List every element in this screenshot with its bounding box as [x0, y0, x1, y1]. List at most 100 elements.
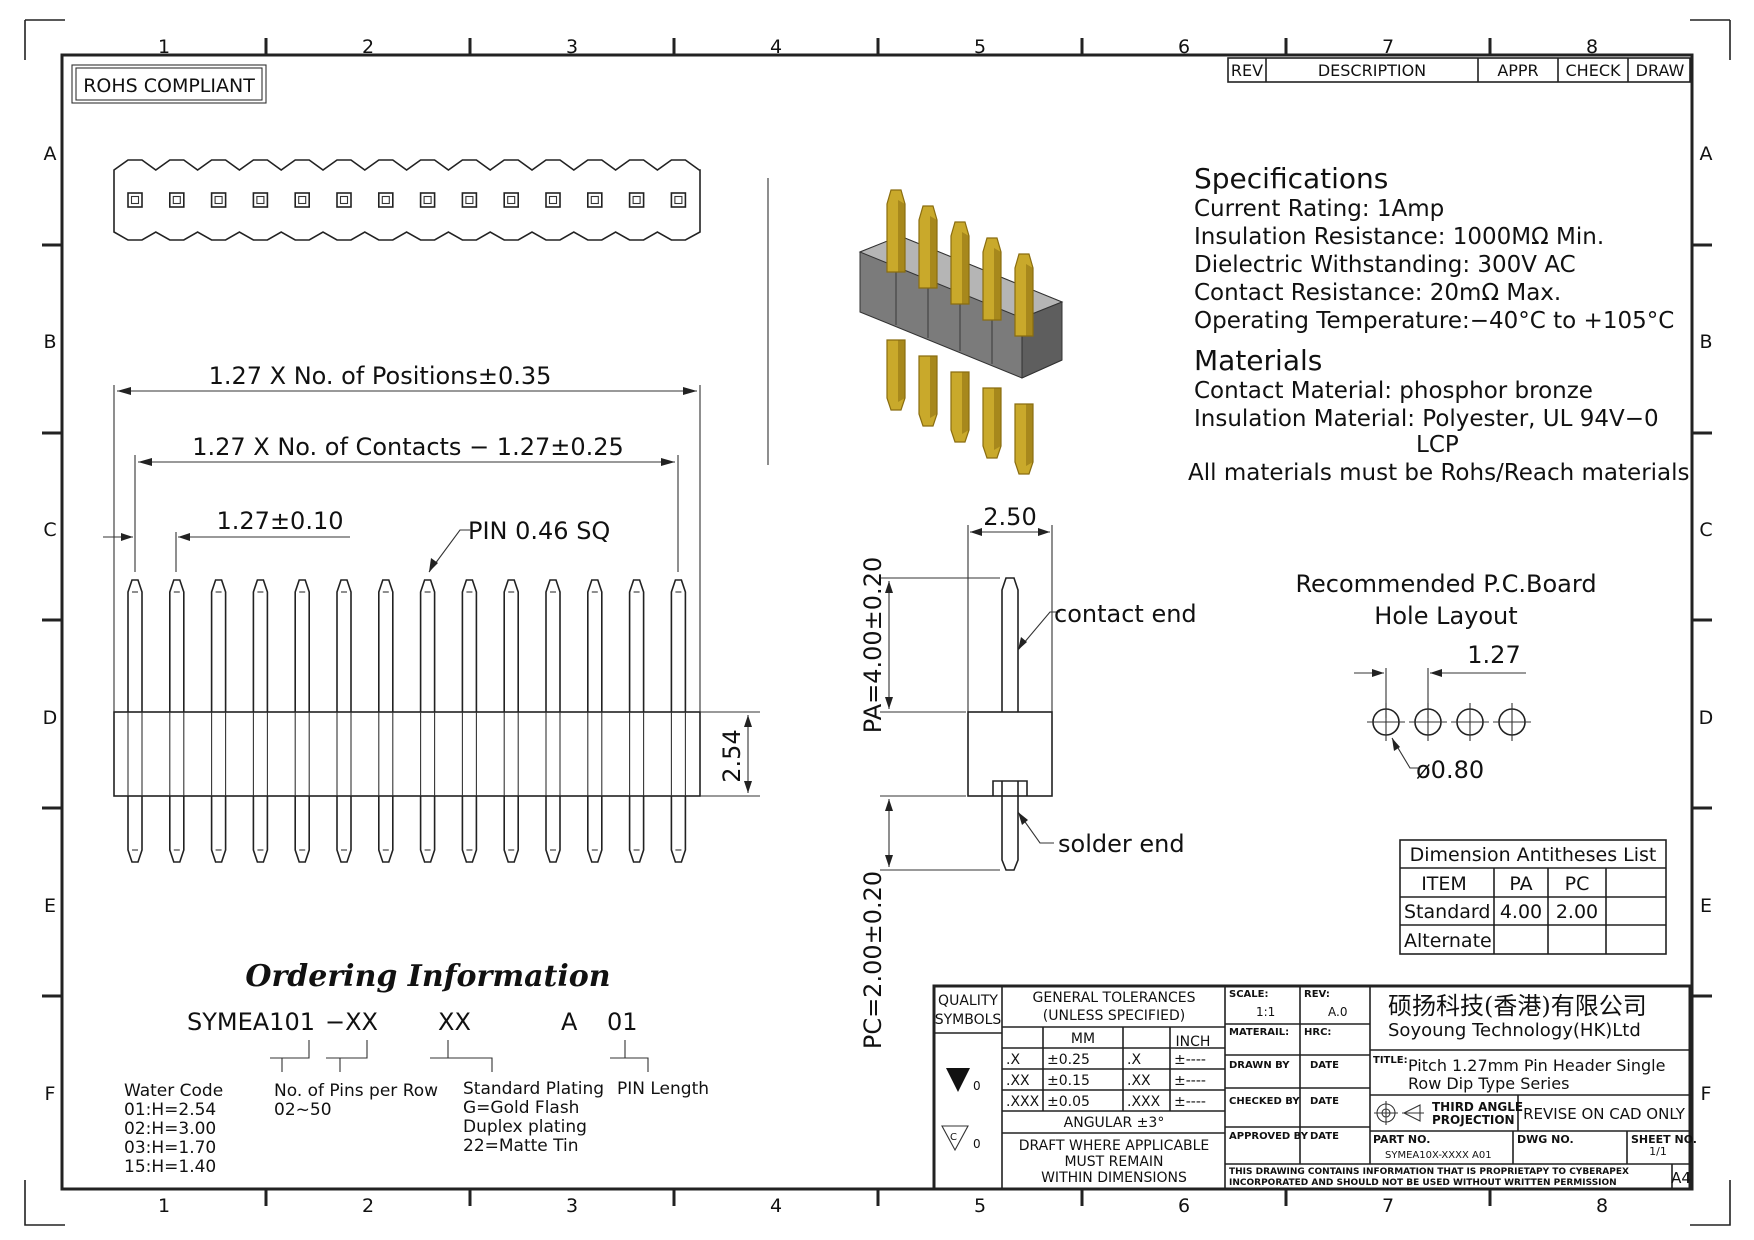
zone-row-a-right: A	[1700, 143, 1713, 165]
positions-dimension: 1.27 X No. of Positions±0.35	[209, 362, 552, 390]
pitch-dimension: 1.27±0.10	[217, 507, 344, 535]
zone-col-7-bottom: 7	[1382, 1195, 1394, 1217]
code-part-pins: XX	[438, 1008, 471, 1036]
plating-option: Duplex plating	[463, 1117, 587, 1137]
drawing-title-line1: Pitch 1.27mm Pin Header Single	[1408, 1056, 1665, 1075]
pin-upper-shade	[930, 216, 937, 288]
front-pin-lower	[503, 796, 519, 863]
top-view-pin-square	[461, 192, 478, 208]
side-contact-pin	[1001, 577, 1019, 712]
inch-header: INCH	[1176, 1034, 1211, 1050]
front-pin-upper	[378, 579, 394, 712]
width-dimension: 2.50	[983, 503, 1036, 531]
finish-symbol-solid	[946, 1068, 970, 1092]
zone-row-c-right: C	[1699, 519, 1712, 541]
zone-col-3-bottom: 3	[566, 1195, 578, 1217]
zone-col-5-bottom: 5	[974, 1195, 986, 1217]
finish-symbol-outline	[941, 1125, 969, 1152]
zone-col-2-top: 2	[362, 36, 374, 58]
sheet-size: A4	[1671, 1169, 1691, 1187]
pc-dimension: PC=2.00±0.20	[859, 871, 887, 1049]
date-label: DATE	[1310, 1060, 1339, 1071]
front-pin-upper	[336, 579, 352, 712]
gen-tol-title: GENERAL TOLERANCES	[1033, 990, 1196, 1006]
top-view-pin-core	[632, 195, 641, 205]
title-block: QUALITY SYMBOLS 0 C 0 GENERAL TOLERANCES…	[932, 984, 1697, 1191]
material-line: LCP	[1416, 432, 1459, 458]
pin-dimension: PIN 0.46 SQ	[468, 517, 610, 545]
pcb-title-line2: Hole Layout	[1374, 602, 1517, 630]
rohs-label: ROHS COMPLIANT	[71, 64, 267, 104]
company-name-en: Soyoung Technology(HK)Ltd	[1388, 1020, 1641, 1041]
top-view-pin-square	[210, 192, 227, 208]
front-pin-lower	[461, 796, 478, 863]
top-view-pin-core	[423, 195, 432, 205]
mm-header: MM	[1071, 1031, 1095, 1047]
pin-lower-shade	[898, 340, 905, 402]
scale-label: SCALE:	[1229, 989, 1268, 1000]
front-pin-upper	[461, 579, 478, 712]
top-view-pin-square	[169, 192, 185, 208]
date-label: DATE	[1310, 1131, 1339, 1142]
front-pin-lower	[294, 796, 310, 863]
top-view-pin-square	[545, 192, 561, 208]
revision-table: REV DESCRIPTION APPR CHECK DRAW	[1227, 57, 1691, 83]
material-line: Contact Material: phosphor bronze	[1194, 378, 1593, 404]
front-pin-upper	[545, 579, 561, 712]
third-angle-projection-icon	[1374, 1101, 1424, 1125]
front-pin-upper	[294, 579, 310, 712]
pin-upper-shade	[994, 248, 1001, 320]
company-name-cn: 硕扬科技(香港)有限公司	[1388, 992, 1647, 1020]
material-line: Insulation Material: Polyester, UL 94V−0	[1194, 406, 1659, 432]
antitheses-header: PC	[1565, 873, 1590, 895]
projection-label: PROJECTION	[1432, 1113, 1515, 1127]
corner-mark-tr	[1690, 19, 1731, 60]
spec-line: Contact Resistance: 20mΩ Max.	[1194, 280, 1561, 306]
checked-by-label: CHECKED BY	[1229, 1096, 1300, 1107]
front-pin-lower	[587, 796, 603, 863]
proprietary-notice: INCORPORATED AND SHOULD NOT BE USED WITH…	[1229, 1178, 1617, 1188]
front-pin-lower	[252, 796, 269, 863]
ordering-information: Ordering Information SYMEA101 −XX XX A 0…	[124, 959, 709, 1177]
antitheses-cell: Standard	[1404, 901, 1490, 923]
water-code-option: 01:H=2.54	[124, 1100, 216, 1120]
zone-col-6-top: 6	[1178, 36, 1190, 58]
zone-row-f-left: F	[45, 1083, 56, 1105]
top-view-pin-square	[503, 192, 520, 208]
spec-line: Operating Temperature:−40°C to +105°C	[1194, 308, 1674, 334]
plating-option: G=Gold Flash	[463, 1098, 579, 1118]
top-view-pin-square	[127, 192, 143, 208]
top-view-pin-core	[674, 195, 683, 205]
side-view: 2.50 PA=4.00±0.20 PC=2.00±0.20 contact e…	[859, 503, 1197, 1049]
rev-label: REV:	[1304, 989, 1330, 1000]
corner-mark-tl	[24, 19, 65, 60]
plating-option: 22=Matte Tin	[463, 1136, 579, 1156]
zone-col-5-top: 5	[974, 36, 986, 58]
tol-cell: ±0.25	[1047, 1052, 1090, 1068]
finish-symbol-suffix: 0	[973, 1137, 981, 1151]
spec-line: Insulation Resistance: 1000MΩ Min.	[1194, 224, 1604, 250]
material-label: MATERAIL:	[1229, 1027, 1289, 1038]
pins-per-row-range: 02~50	[274, 1100, 332, 1120]
draft-note: DRAFT WHERE APPLICABLE	[1019, 1138, 1210, 1154]
pcb-hole-layout: Recommended P.C.Board Hole Layout 1.27 ø…	[1295, 570, 1596, 784]
description-header: DESCRIPTION	[1318, 61, 1426, 80]
zone-col-6-bottom: 6	[1178, 1195, 1190, 1217]
top-view-pin-core	[590, 195, 599, 205]
spec-line: Dielectric Withstanding: 300V AC	[1194, 252, 1576, 278]
tol-cell: .XX	[1127, 1073, 1151, 1089]
antitheses-cell: Alternate	[1404, 930, 1492, 952]
front-pin-upper	[503, 579, 519, 712]
front-pin-upper	[252, 579, 269, 712]
front-pin-lower	[670, 796, 687, 863]
zone-row-b-right: B	[1699, 331, 1712, 353]
front-pin-lower	[545, 796, 561, 863]
zone-row-f-right: F	[1701, 1083, 1712, 1105]
material-line: All materials must be Rohs/Reach materia…	[1188, 460, 1690, 486]
proprietary-notice: THIS DRAWING CONTAINS INFORMATION THAT I…	[1229, 1167, 1629, 1177]
draft-note: MUST REMAIN	[1064, 1154, 1163, 1170]
rev-header: REV	[1231, 61, 1263, 80]
sheet-no-value: 1/1	[1649, 1145, 1667, 1158]
front-pin-lower	[628, 796, 645, 863]
